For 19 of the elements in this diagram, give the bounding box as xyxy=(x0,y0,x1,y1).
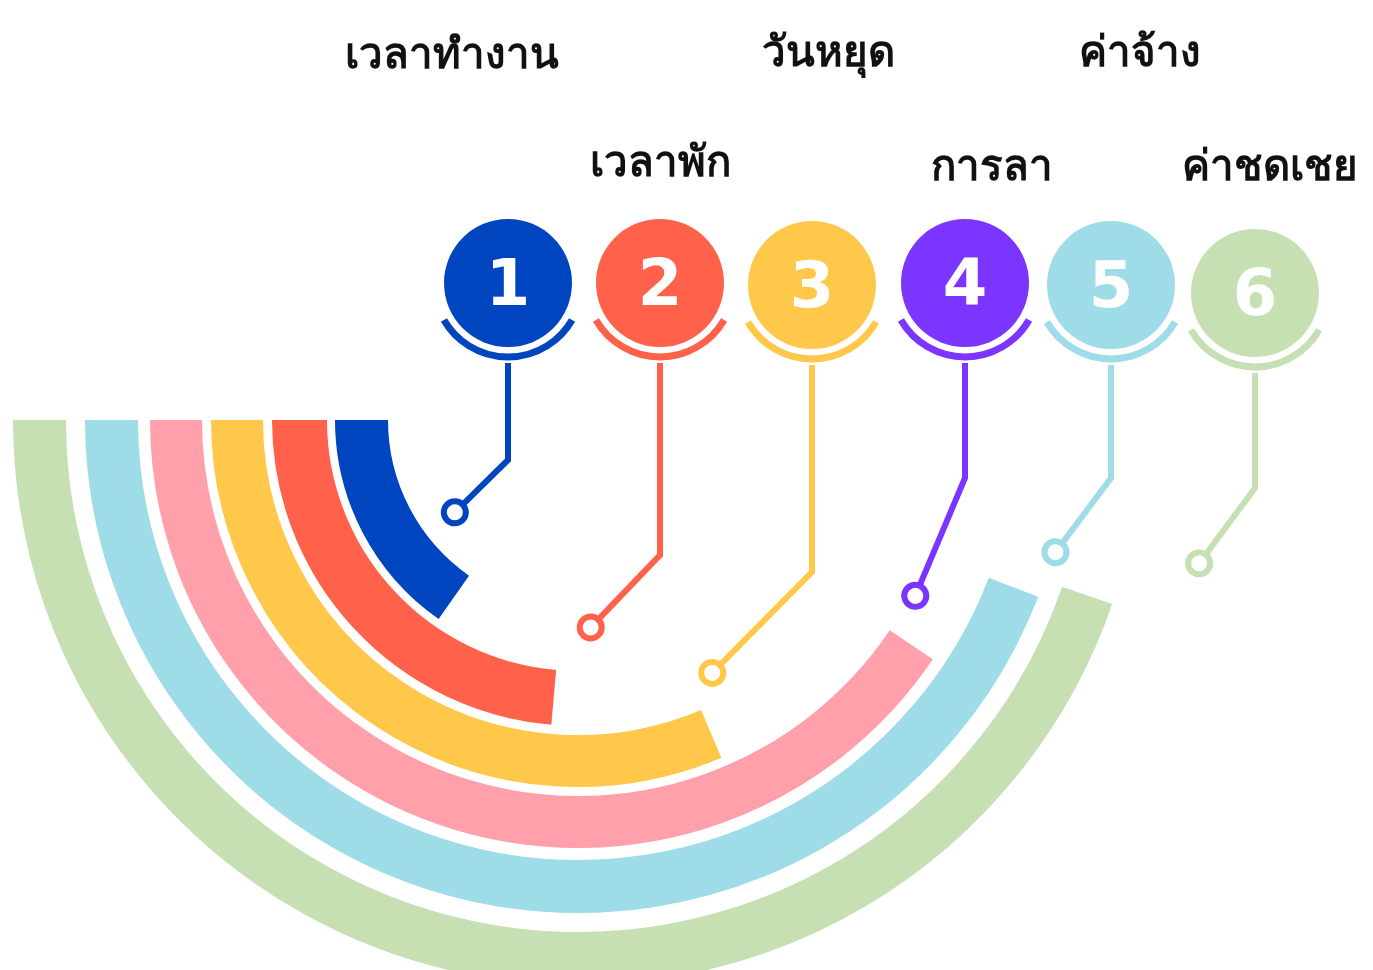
number-badge: 3 xyxy=(748,221,876,349)
number-badge: 6 xyxy=(1191,229,1319,357)
leader-line xyxy=(698,365,815,687)
number-badge: 1 xyxy=(444,219,572,347)
category-label: การลา xyxy=(931,140,1053,192)
category-label: ค่าชดเชย xyxy=(1182,140,1358,192)
number-badge: 2 xyxy=(596,219,724,347)
category-label: วันหยุด xyxy=(761,26,895,80)
leader-line xyxy=(576,363,663,642)
category-label: ค่าจ้าง xyxy=(1079,26,1201,78)
category-label: เวลาพัก xyxy=(589,136,731,188)
leader-line xyxy=(901,363,968,610)
arc-band xyxy=(13,418,1112,970)
leader-line xyxy=(440,363,511,527)
leader-line xyxy=(1041,365,1114,567)
number-badge: 4 xyxy=(901,219,1029,347)
category-label: เวลาทำงาน xyxy=(345,28,559,80)
number-badge: 5 xyxy=(1047,221,1175,349)
leader-line xyxy=(1185,373,1258,578)
